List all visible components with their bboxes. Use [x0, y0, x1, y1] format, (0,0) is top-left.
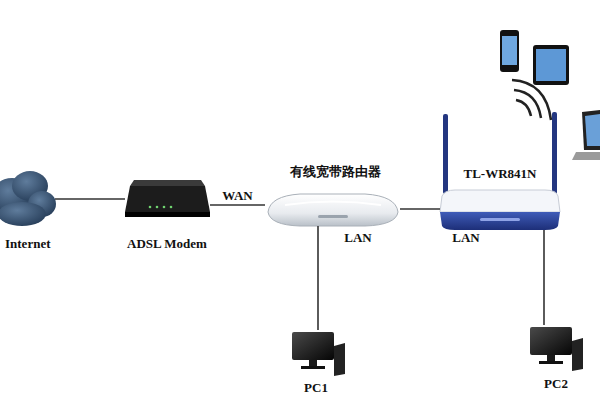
device-node: 有线宽带路由器: [265, 192, 400, 226]
device-label: TL-WR841N: [462, 166, 539, 182]
wifi-waves: [512, 80, 551, 120]
cable-line: [55, 199, 125, 200]
wireless-router: [440, 112, 560, 230]
modem-device: [125, 180, 210, 217]
device-node: PC1: [290, 330, 346, 376]
device-label: Internet: [3, 236, 53, 252]
smartphone-icon: [500, 30, 519, 72]
cable-line: [544, 230, 545, 325]
wired-router: [268, 194, 398, 226]
cable-line: [318, 226, 319, 330]
tablet-icon: [533, 45, 569, 85]
device-label: PC2: [542, 376, 570, 392]
pc-icon: [292, 332, 345, 376]
port-label: LAN: [450, 230, 481, 246]
cable-line: [400, 209, 440, 210]
pc-icon: [530, 327, 583, 371]
device-label: PC1: [302, 380, 330, 396]
device-label: ADSL Modem: [125, 236, 209, 252]
port-label: LAN: [342, 230, 373, 246]
cable-line: [210, 205, 265, 206]
device-node: PC2: [528, 325, 584, 371]
device-node: TL-WR841N: [440, 188, 560, 230]
laptop-icon: [572, 110, 600, 160]
device-node: ADSL Modem: [125, 180, 210, 218]
internet-cloud: [0, 171, 56, 226]
device-label: 有线宽带路由器: [288, 164, 383, 180]
device-node: Internet: [0, 172, 55, 228]
port-label: WAN: [220, 188, 254, 204]
